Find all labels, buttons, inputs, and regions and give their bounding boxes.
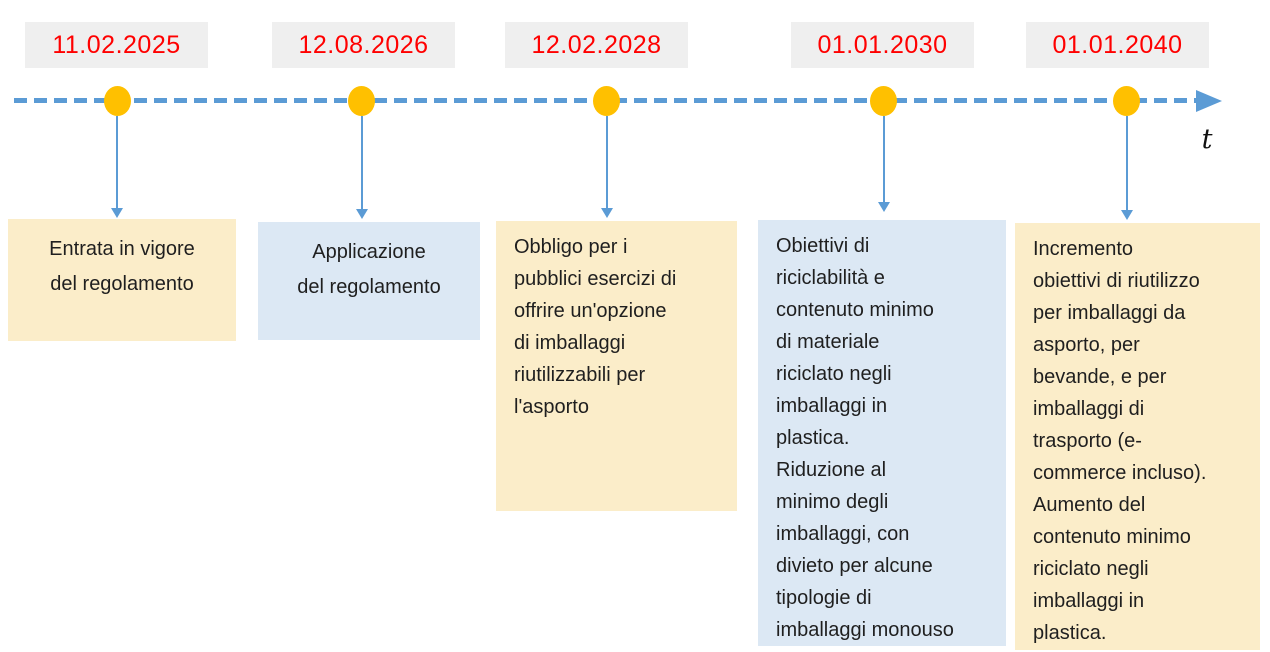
event-description-box: Applicazione del regolamento xyxy=(258,222,480,340)
event-marker-dot-icon xyxy=(348,86,375,116)
event-description-box: Obbligo per i pubblici esercizi di offri… xyxy=(496,221,737,511)
down-arrow-icon xyxy=(601,208,613,218)
event-date-chip: 01.01.2040 xyxy=(1026,22,1209,68)
event-connector-line xyxy=(606,116,608,208)
event-description-box: Obiettivi di riciclabilità e contenuto m… xyxy=(758,220,1006,646)
event-connector-line xyxy=(1126,116,1128,210)
event-date-chip: 12.08.2026 xyxy=(272,22,455,68)
axis-time-label: t xyxy=(1201,124,1213,155)
event-marker-dot-icon xyxy=(1113,86,1140,116)
event-connector-line xyxy=(883,116,885,202)
event-marker-dot-icon xyxy=(870,86,897,116)
event-marker-dot-icon xyxy=(593,86,620,116)
down-arrow-icon xyxy=(356,209,368,219)
event-description-box: Incremento obiettivi di riutilizzo per i… xyxy=(1015,223,1260,650)
event-date-chip: 12.02.2028 xyxy=(505,22,688,68)
event-connector-line xyxy=(361,116,363,209)
event-connector-line xyxy=(116,116,118,208)
event-date-chip: 01.01.2030 xyxy=(791,22,974,68)
event-description-box: Entrata in vigore del regolamento xyxy=(8,219,236,341)
event-marker-dot-icon xyxy=(104,86,131,116)
event-date-chip: 11.02.2025 xyxy=(25,22,208,68)
axis-arrowhead-icon xyxy=(1196,90,1222,112)
down-arrow-icon xyxy=(1121,210,1133,220)
down-arrow-icon xyxy=(111,208,123,218)
down-arrow-icon xyxy=(878,202,890,212)
